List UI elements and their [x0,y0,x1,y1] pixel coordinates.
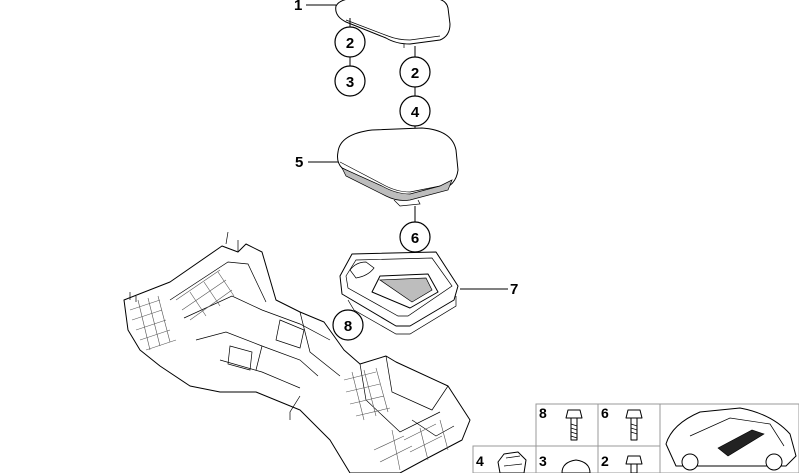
armrest-cover-part[interactable] [335,0,451,48]
nut-3-icon[interactable] [561,459,591,473]
svg-text:3: 3 [346,74,354,91]
inset-label-8: 8 [539,405,547,421]
inset-label-4: 4 [476,453,484,469]
armrest-cushion-part[interactable] [337,127,459,207]
svg-text:2: 2 [411,65,419,82]
svg-text:2: 2 [346,35,354,52]
callout-label-7: 7 [510,281,518,298]
storage-tray-part[interactable] [339,251,459,335]
callout-bubble-3[interactable]: 3 [334,65,366,97]
inset-label-3: 3 [539,453,547,469]
callout-bubble-2b[interactable]: 2 [399,56,431,88]
callout-label-5: 5 [295,154,303,171]
inset-label-6: 6 [601,405,609,421]
screw-2-icon[interactable] [625,455,643,473]
callout-label-1: 1 [294,0,302,14]
callout-bubble-2a[interactable]: 2 [334,26,366,58]
inset-label-2: 2 [601,453,609,469]
svg-text:8: 8 [344,318,352,335]
car-location-thumbnail [665,407,797,471]
callout-bubble-6[interactable]: 6 [399,221,431,253]
clip-4-icon[interactable] [497,451,527,473]
svg-text:4: 4 [411,104,420,121]
center-console-frame[interactable] [123,231,471,473]
callout-bubble-8[interactable]: 8 [332,309,364,341]
bolt-6-icon[interactable] [625,409,643,441]
bolt-8-icon[interactable] [565,409,583,441]
svg-text:6: 6 [411,230,419,247]
callout-bubble-4[interactable]: 4 [399,95,431,127]
